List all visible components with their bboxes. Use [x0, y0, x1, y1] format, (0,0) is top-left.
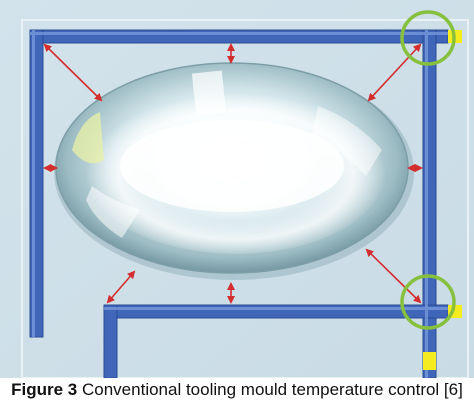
channel-highlights: [30, 30, 448, 378]
channel-left-highlight: [32, 30, 35, 337]
part-inner-highlight: [120, 120, 344, 212]
channel-top: [29, 29, 449, 44]
channel-top-highlight: [30, 32, 448, 35]
arrow-top-left: [43, 43, 103, 102]
distance-arrows: [43, 43, 423, 304]
figure-caption: Figure 3 Conventional tooling mould temp…: [0, 378, 474, 401]
moulded-part: [54, 62, 414, 280]
arrow-bottom-right: [365, 248, 422, 304]
channel-bottom: [103, 304, 449, 319]
arrow-bottom-left: [106, 270, 136, 304]
part-reflection-right: [312, 106, 382, 176]
mould-cooling-diagram: [0, 0, 474, 378]
caption-label: Figure 3: [11, 380, 78, 399]
arrow-top-right: [367, 43, 422, 102]
channel-bottom-left: [103, 304, 118, 378]
part-reflection-top: [191, 70, 227, 116]
junction-circle-top: [400, 10, 456, 66]
channel-bottom-highlight: [104, 307, 448, 310]
port-marker-lower: [423, 352, 436, 370]
mould-inner-border: [21, 19, 469, 378]
junction-circle-bottom: [400, 274, 456, 330]
part-reflection-yellow: [72, 112, 104, 164]
junction-markers: [400, 10, 456, 330]
channel-right-highlight: [425, 30, 428, 378]
channel-left: [29, 29, 44, 338]
caption-text: Conventional tooling mould temperature c…: [82, 380, 463, 399]
part-reflection-left-lower: [86, 186, 140, 238]
